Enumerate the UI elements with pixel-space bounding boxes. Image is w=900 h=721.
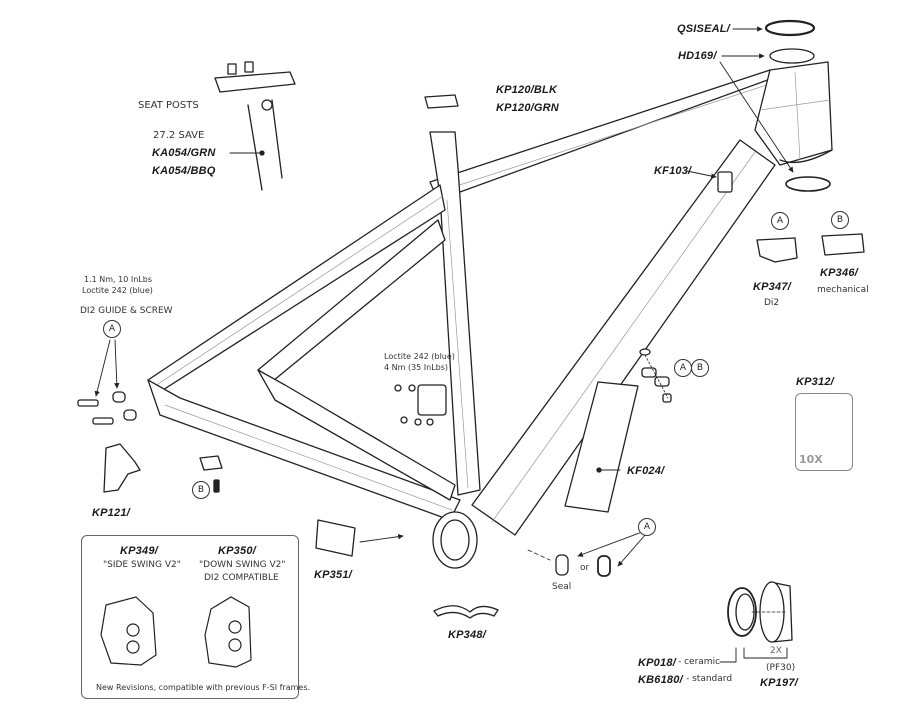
- kp346-part: [821, 233, 865, 256]
- kb6180-sub: - standard: [686, 674, 733, 684]
- kp121-label: KP121/: [92, 507, 130, 519]
- kp350-name: "DOWN SWING V2": [199, 560, 286, 570]
- di2-guide-screws: [77, 339, 137, 425]
- derailleur-mount-part: [394, 384, 447, 426]
- down-tube: [471, 139, 776, 536]
- di2-torque-note: 1.1 Nm, 10 InLbs: [84, 275, 152, 284]
- callout-b-clip-badge: B: [691, 359, 709, 377]
- kp347-sub: Di2: [764, 298, 780, 308]
- kp018-sub: - ceramic: [678, 657, 721, 667]
- mount-torque-note: 4 Nm (35 InLbs): [384, 363, 449, 372]
- kp197-note: (PF30): [766, 663, 796, 673]
- callout-a-clip-badge: A: [674, 359, 692, 377]
- hd169-label: HD169/: [678, 50, 717, 62]
- kp351-label: KP351/: [314, 569, 352, 581]
- cable-clips: [639, 348, 672, 403]
- bottom-bracket-shell: [432, 511, 478, 569]
- kp018-label: KP018/: [638, 657, 676, 669]
- kp348-part: [433, 605, 499, 619]
- kf103-label: KF103/: [654, 165, 692, 177]
- kp312-qty: 10X: [799, 453, 823, 466]
- hanger-illustrations: [100, 596, 252, 668]
- lower-bearing-part: [785, 176, 831, 192]
- seat-post: [214, 61, 296, 191]
- kp349-name: "SIDE SWING V2": [103, 560, 181, 570]
- kp120-grn-label: KP120/GRN: [496, 102, 559, 114]
- kp346-label: KP346/: [820, 267, 858, 279]
- kp350-hanger: [204, 596, 252, 668]
- ka054-grn-label: KA054/GRN: [152, 147, 216, 159]
- hd169-part: [769, 48, 815, 64]
- seal-part: [555, 554, 569, 576]
- kp347-label: KP347/: [753, 281, 791, 293]
- b-clip-part: [199, 455, 223, 471]
- kp348-label: KP348/: [448, 629, 486, 641]
- kp197-label: KP197/: [760, 677, 798, 689]
- kp120-plug-part: [424, 94, 459, 109]
- di2-guide-heading: DI2 GUIDE & SCREW: [80, 306, 173, 316]
- head-tube: [754, 61, 833, 166]
- seat-post-model: 27.2 SAVE: [153, 130, 205, 141]
- kf024-label: KF024/: [627, 465, 665, 477]
- kp197-qty: 2X: [770, 646, 782, 656]
- di2-loctite-note: Loctite 242 (blue): [82, 286, 153, 295]
- grommet-part: [597, 555, 611, 577]
- chain-stays: [147, 369, 461, 521]
- callout-a-bb-badge: A: [638, 518, 656, 536]
- mount-loctite-note: Loctite 242 (blue): [384, 352, 455, 361]
- kf103-part: [717, 171, 733, 193]
- kp312-label: KP312/: [796, 376, 834, 388]
- kp350-note: DI2 COMPATIBLE: [204, 573, 279, 583]
- callout-a-badge: A: [771, 212, 789, 230]
- kp346-sub: mechanical: [817, 285, 869, 295]
- hanger-footer-note: New Revisions, compatible with previous …: [96, 683, 311, 692]
- kp350-label: KP350/: [218, 545, 256, 557]
- callout-b-badge: B: [831, 211, 849, 229]
- qsiseal-part: [764, 19, 816, 37]
- kp120-blk-label: KP120/BLK: [496, 84, 558, 96]
- kp349-label: KP349/: [120, 545, 158, 557]
- callout-b-stay-badge: B: [192, 481, 210, 499]
- callout-a-di2-badge: A: [103, 320, 121, 338]
- kp312-box: [795, 393, 853, 471]
- seal-label: Seal: [552, 582, 572, 592]
- or-label: or: [580, 563, 590, 573]
- kp347-part: [756, 237, 798, 263]
- ka054-bbq-label: KA054/BBQ: [152, 165, 216, 177]
- kb6180-label: KB6180/: [638, 674, 683, 686]
- kp351-part: [315, 519, 356, 557]
- seat-posts-heading: SEAT POSTS: [138, 100, 199, 111]
- kp121-part: [103, 443, 141, 493]
- kf024-part: [564, 381, 639, 513]
- qsiseal-label: QSISEAL/: [677, 23, 730, 35]
